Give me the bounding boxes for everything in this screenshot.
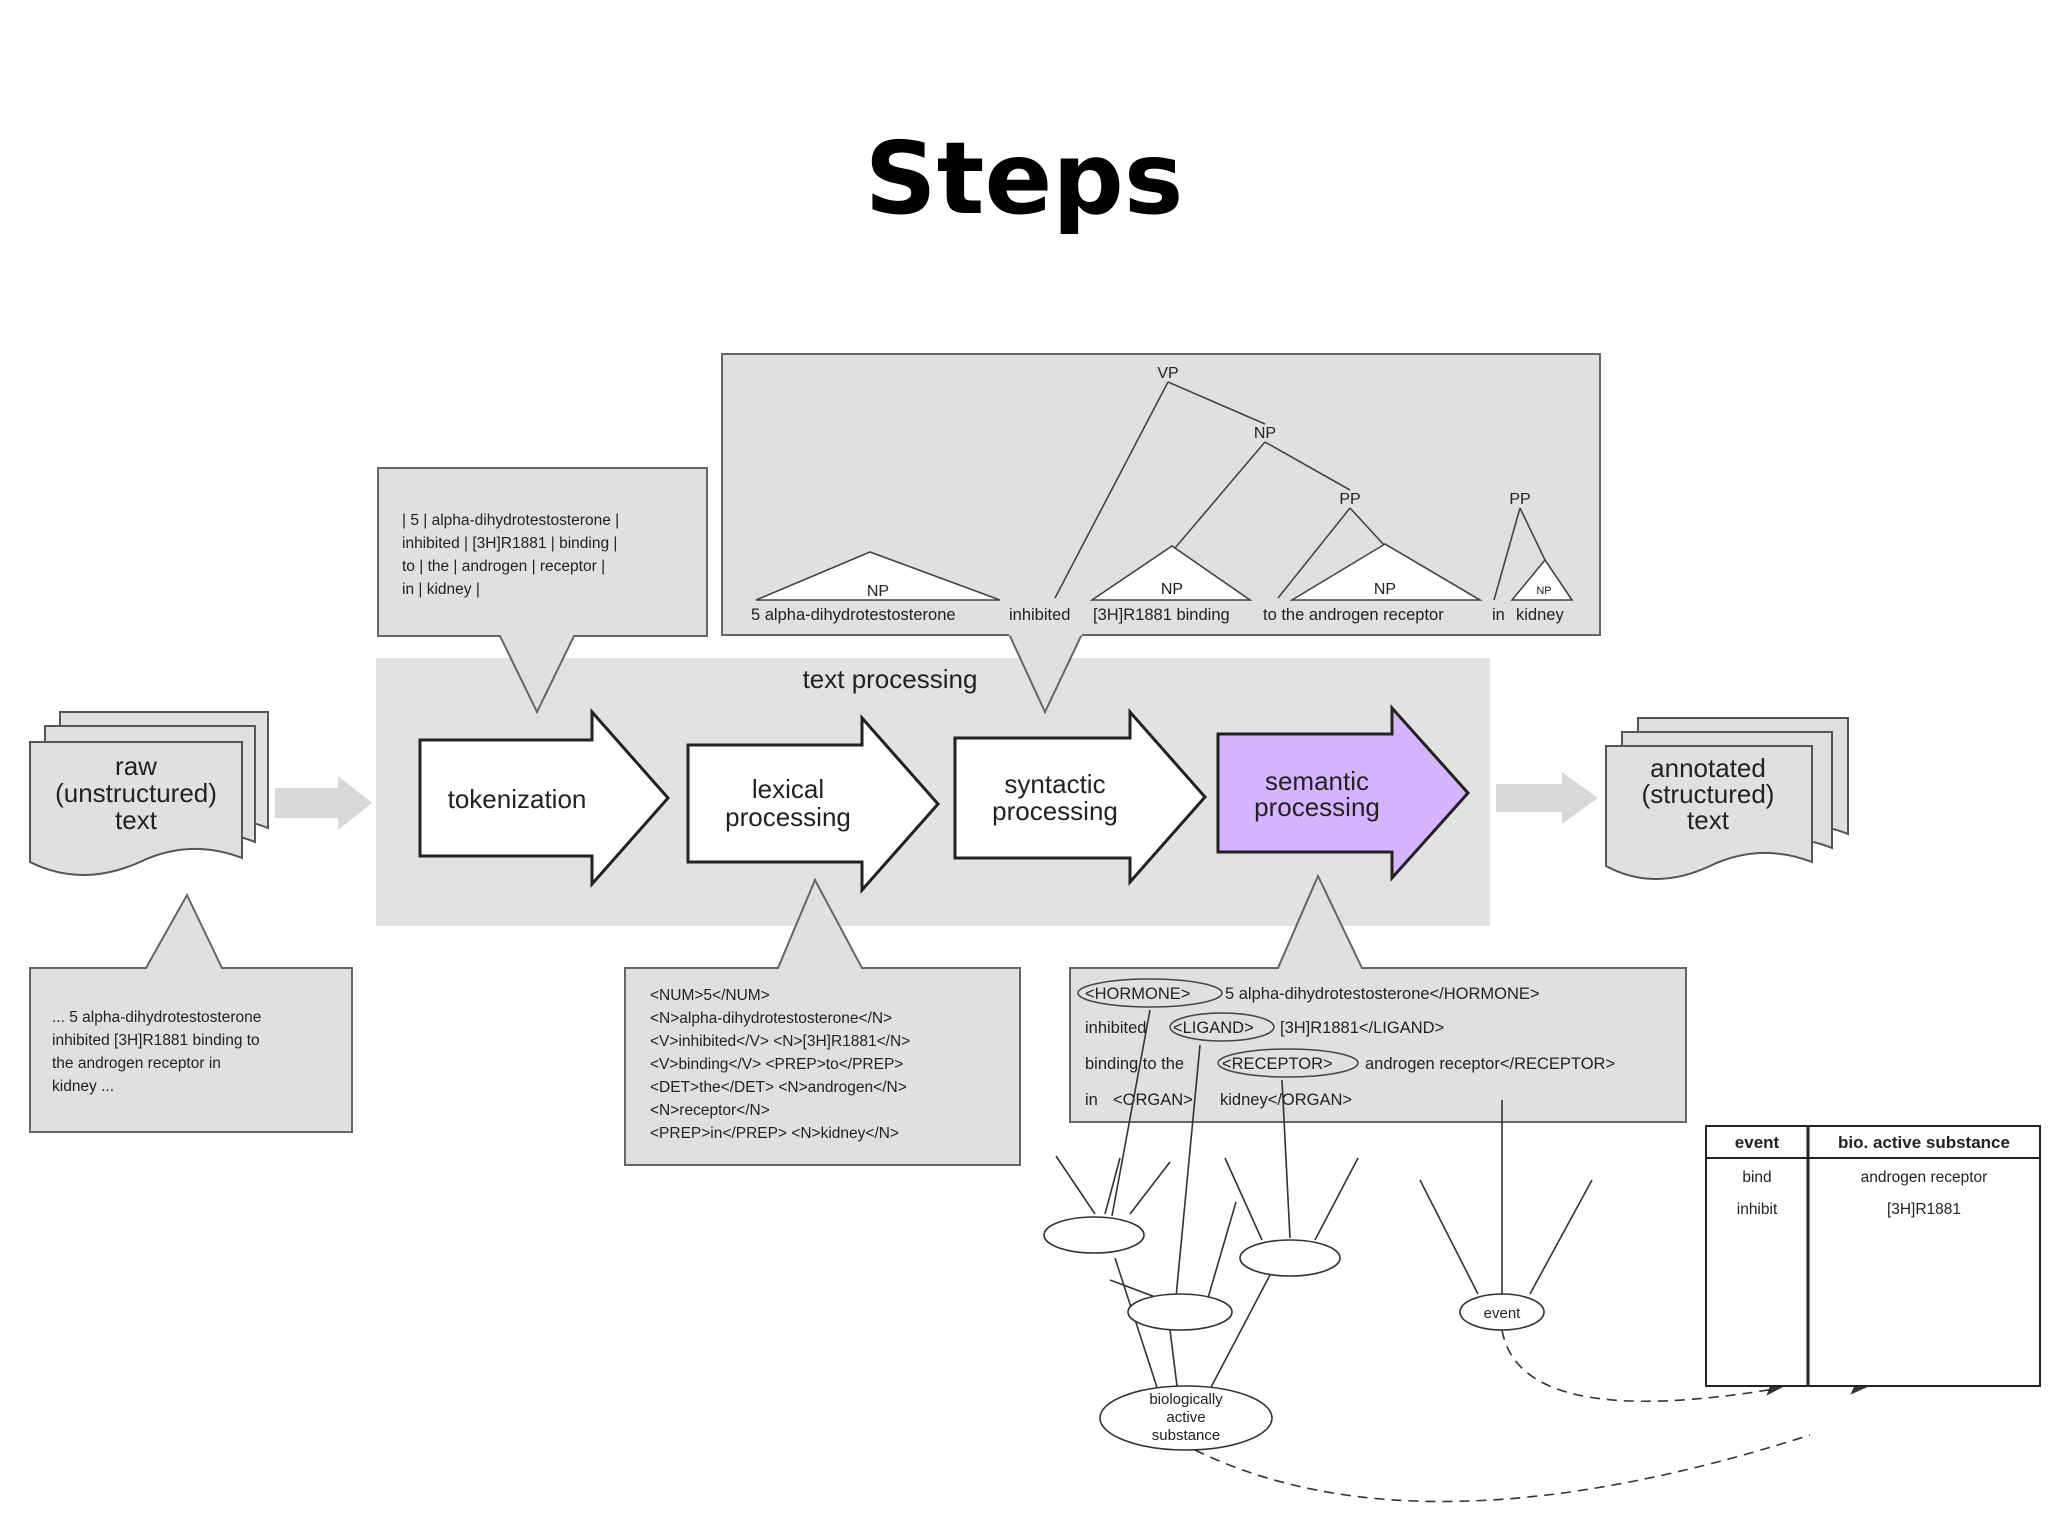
- callout-line: ... 5 alpha-dihydrotestosterone: [52, 1009, 261, 1026]
- output-flow-arrow: [1496, 772, 1598, 824]
- semantic-text: binding to the: [1085, 1055, 1184, 1073]
- lexical-callout: <NUM>5</NUM> <N>alpha-dihydrotestosteron…: [624, 877, 1021, 1166]
- event-node-label: event: [1484, 1305, 1522, 1322]
- callout-line: <V>binding</V> <PREP>to</PREP>: [650, 1056, 903, 1073]
- bio-node-label: active: [1166, 1409, 1205, 1426]
- table-header: event: [1735, 1133, 1780, 1152]
- text-processing-label: text processing: [803, 664, 978, 694]
- semantic-tag-ligand: <LIGAND>: [1173, 1019, 1254, 1037]
- semantic-text: kidney</ORGAN>: [1220, 1091, 1352, 1109]
- tree-label-np: NP: [1254, 425, 1276, 442]
- tree-label-pp: PP: [1339, 491, 1360, 508]
- callout-line: the androgen receptor in: [52, 1055, 221, 1072]
- callout-line: <NUM>5</NUM>: [650, 987, 770, 1004]
- tree-label-pp: PP: [1509, 491, 1530, 508]
- callout-line: <DET>the</DET> <N>androgen</N>: [650, 1079, 907, 1096]
- table-cell: inhibit: [1737, 1201, 1778, 1218]
- semantic-tag-receptor: <RECEPTOR>: [1222, 1055, 1333, 1073]
- semantic-tag-hormone: <HORMONE>: [1085, 985, 1190, 1003]
- doc-label-line: (structured): [1642, 779, 1775, 809]
- doc-label-line: text: [1687, 805, 1730, 835]
- stage-label-line: syntactic: [1004, 769, 1105, 799]
- semantic-text: androgen receptor</RECEPTOR>: [1365, 1055, 1615, 1073]
- stage-semantic-processing: semantic processing: [1216, 704, 1471, 882]
- stage-tokenization: tokenization: [418, 708, 671, 888]
- doc-label-line: (unstructured): [55, 778, 217, 808]
- input-flow-arrow: [275, 776, 372, 830]
- annotated-text-document: annotated (structured) text: [1605, 717, 1849, 880]
- semantic-text: inhibited: [1085, 1019, 1146, 1037]
- tree-label-np: NP: [1536, 585, 1551, 597]
- callout-line: inhibited [3H]R1881 binding to: [52, 1032, 260, 1049]
- stage-label-line: lexical: [752, 774, 824, 804]
- tree-label-np: NP: [1374, 581, 1396, 598]
- semantic-callout: <HORMONE> 5 alpha-dihydrotestosterone</H…: [1069, 873, 1687, 1123]
- sentence-word: 5 alpha-dihydrotestosterone: [751, 606, 956, 624]
- callout-line: to | the | androgen | receptor |: [402, 558, 605, 575]
- sentence-word: to the androgen receptor: [1263, 606, 1444, 624]
- tokenization-callout: | 5 | alpha-dihydrotestosterone | inhibi…: [377, 467, 708, 715]
- raw-text-document: raw (unstructured) text: [29, 711, 269, 876]
- slide-title: Steps: [864, 120, 1184, 237]
- doc-label-line: raw: [115, 751, 157, 781]
- semantic-text: in: [1085, 1091, 1098, 1109]
- bio-node-label: biologically: [1149, 1391, 1223, 1408]
- semantic-tag-organ: <ORGAN>: [1113, 1091, 1193, 1109]
- result-table: event bio. active substance bind androge…: [1705, 1125, 2041, 1387]
- callout-line: <N>alpha-dihydrotestosterone</N>: [650, 1010, 892, 1027]
- doc-label-line: text: [115, 805, 158, 835]
- semantic-text: 5 alpha-dihydrotestosterone</HORMONE>: [1225, 985, 1540, 1003]
- stage-syntactic-processing: syntactic processing: [953, 708, 1208, 886]
- parse-tree-panel: VP NP PP PP NP NP NP NP 5 alpha-dihydrot…: [721, 353, 1601, 715]
- raw-text-callout: ... 5 alpha-dihydrotestosterone inhibite…: [29, 892, 353, 1133]
- table-header: bio. active substance: [1838, 1133, 2010, 1152]
- callout-line: <N>receptor</N>: [650, 1102, 770, 1119]
- bio-node-label: substance: [1152, 1427, 1220, 1444]
- ontology-network: [1043, 1009, 1873, 1503]
- callout-line: kidney ...: [52, 1078, 114, 1095]
- callout-line: inhibited | [3H]R1881 | binding |: [402, 535, 617, 552]
- tree-label-np: NP: [867, 583, 889, 600]
- table-cell: androgen receptor: [1861, 1169, 1988, 1186]
- sentence-word: kidney: [1516, 606, 1564, 624]
- stage-label-line: processing: [725, 802, 851, 832]
- stage-label-line: processing: [1254, 792, 1380, 822]
- table-cell: bind: [1742, 1169, 1771, 1186]
- sentence-word: inhibited: [1009, 606, 1070, 624]
- callout-line: | 5 | alpha-dihydrotestosterone |: [402, 512, 619, 529]
- sentence-word: [3H]R1881 binding: [1093, 606, 1230, 624]
- stage-label-line: tokenization: [448, 784, 587, 814]
- callout-line: <PREP>in</PREP> <N>kidney</N>: [650, 1125, 899, 1142]
- stage-label-line: processing: [992, 796, 1118, 826]
- callout-line: in | kidney |: [402, 581, 480, 598]
- stage-label-line: semantic: [1265, 766, 1369, 796]
- tree-label-np: NP: [1161, 581, 1183, 598]
- doc-label-line: annotated: [1650, 753, 1766, 783]
- callout-line: <V>inhibited</V> <N>[3H]R1881</N>: [650, 1033, 910, 1050]
- sentence-word: in: [1492, 606, 1505, 624]
- semantic-text: [3H]R1881</LIGAND>: [1280, 1019, 1444, 1037]
- tree-label-vp: VP: [1157, 365, 1178, 382]
- table-cell: [3H]R1881: [1887, 1201, 1961, 1218]
- stage-lexical-processing: lexical processing: [686, 714, 941, 894]
